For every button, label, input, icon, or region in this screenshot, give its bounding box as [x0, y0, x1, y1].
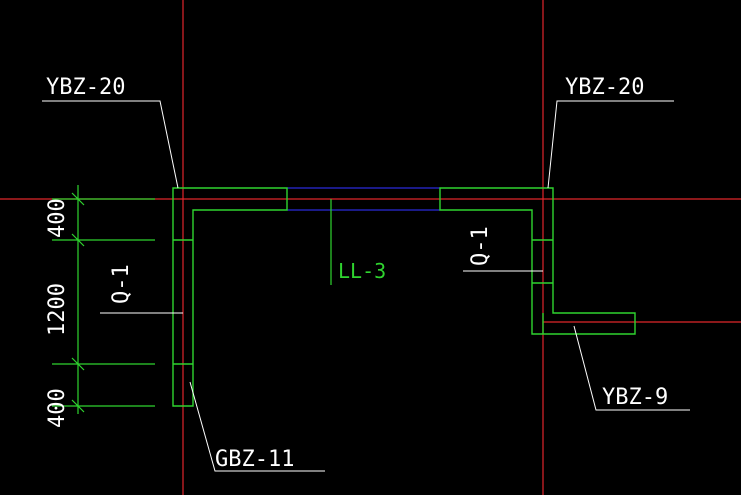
wall-right-outline — [439, 187, 636, 335]
leader-ybz20-left — [42, 100, 179, 189]
dimension-chain — [52, 185, 155, 414]
label-ybz20-left: YBZ-20 — [46, 75, 125, 100]
label-q1-right: Q-1 — [468, 226, 493, 266]
leader-ybz20-right — [547, 100, 674, 189]
dim-tick-3 — [71, 357, 85, 371]
dim-tick-1 — [71, 192, 85, 206]
dim-text-top: 400 — [45, 198, 70, 238]
label-gbz11: GBZ-11 — [215, 447, 294, 472]
dim-text-middle: 1200 — [45, 283, 70, 336]
wall-outlines — [172, 187, 636, 407]
leader-ybz9 — [573, 325, 690, 411]
dim-tick-2 — [71, 233, 85, 247]
label-q1-left: Q-1 — [109, 264, 134, 304]
coupling-beam — [287, 187, 440, 211]
label-ll3: LL-3 — [338, 259, 386, 283]
leader-lines — [42, 100, 690, 472]
label-ybz9: YBZ-9 — [602, 385, 668, 410]
label-ybz20-right: YBZ-20 — [565, 75, 644, 100]
dim-tick-4 — [71, 399, 85, 413]
dim-text-bottom: 400 — [45, 388, 70, 428]
leader-gbz11 — [189, 381, 325, 472]
wall-left-outline — [172, 187, 288, 407]
